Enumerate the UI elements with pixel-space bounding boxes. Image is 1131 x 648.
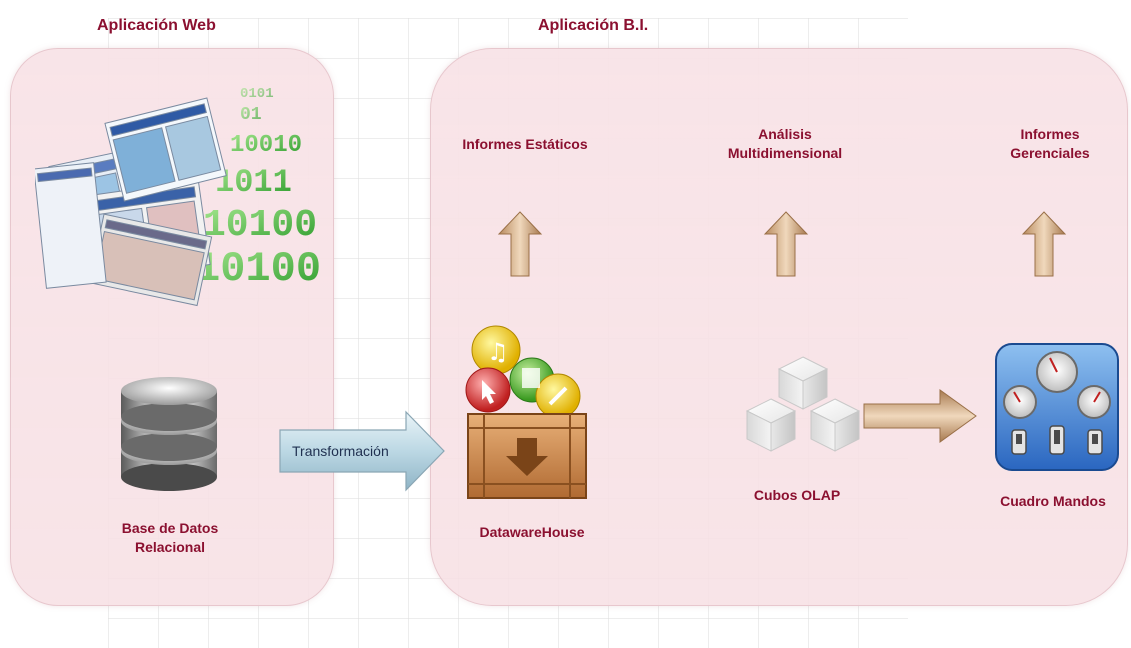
olap-label: Cubos OLAP	[753, 487, 841, 503]
datawarehouse-label: DatawareHouse	[479, 524, 585, 540]
dashboard-icon	[995, 343, 1119, 471]
up-arrow-icon	[497, 211, 543, 277]
datawarehouse-crate-icon: ♫	[465, 325, 587, 499]
bi-application-header: Aplicación B.I.	[538, 17, 649, 34]
binary-row-2: 10010	[230, 132, 302, 159]
binary-row-4: 10100	[195, 245, 321, 293]
database-icon	[121, 377, 217, 491]
report-label-multidimensional: Análisis Multidimensional	[727, 126, 843, 161]
binary-row-3: 1011	[215, 164, 292, 201]
transformation-arrow	[279, 410, 445, 492]
olap-cubes-icon	[745, 356, 861, 452]
report-label-management: Informes Gerenciales	[1010, 126, 1090, 161]
database-label: Base de Datos Relacional	[121, 520, 219, 555]
right-arrow-icon	[863, 389, 977, 443]
web-application-header: Aplicación Web	[97, 17, 216, 34]
svg-text:♫: ♫	[487, 338, 509, 366]
binary-row-1: 01	[240, 105, 262, 125]
web-pages-binary-illustration: 0101 01 10010 1011 10100 10100	[35, 86, 321, 307]
report-label-static: Informes Estáticos	[462, 136, 588, 152]
up-arrow-icon	[763, 211, 809, 277]
dashboard-label: Cuadro Mandos	[1000, 493, 1106, 509]
bi-application-panel	[430, 48, 1128, 606]
transformation-label: Transformación	[292, 443, 389, 459]
up-arrow-icon	[1021, 211, 1067, 277]
svg-text:10100: 10100	[203, 204, 317, 247]
svg-text:0101: 0101	[240, 86, 274, 102]
